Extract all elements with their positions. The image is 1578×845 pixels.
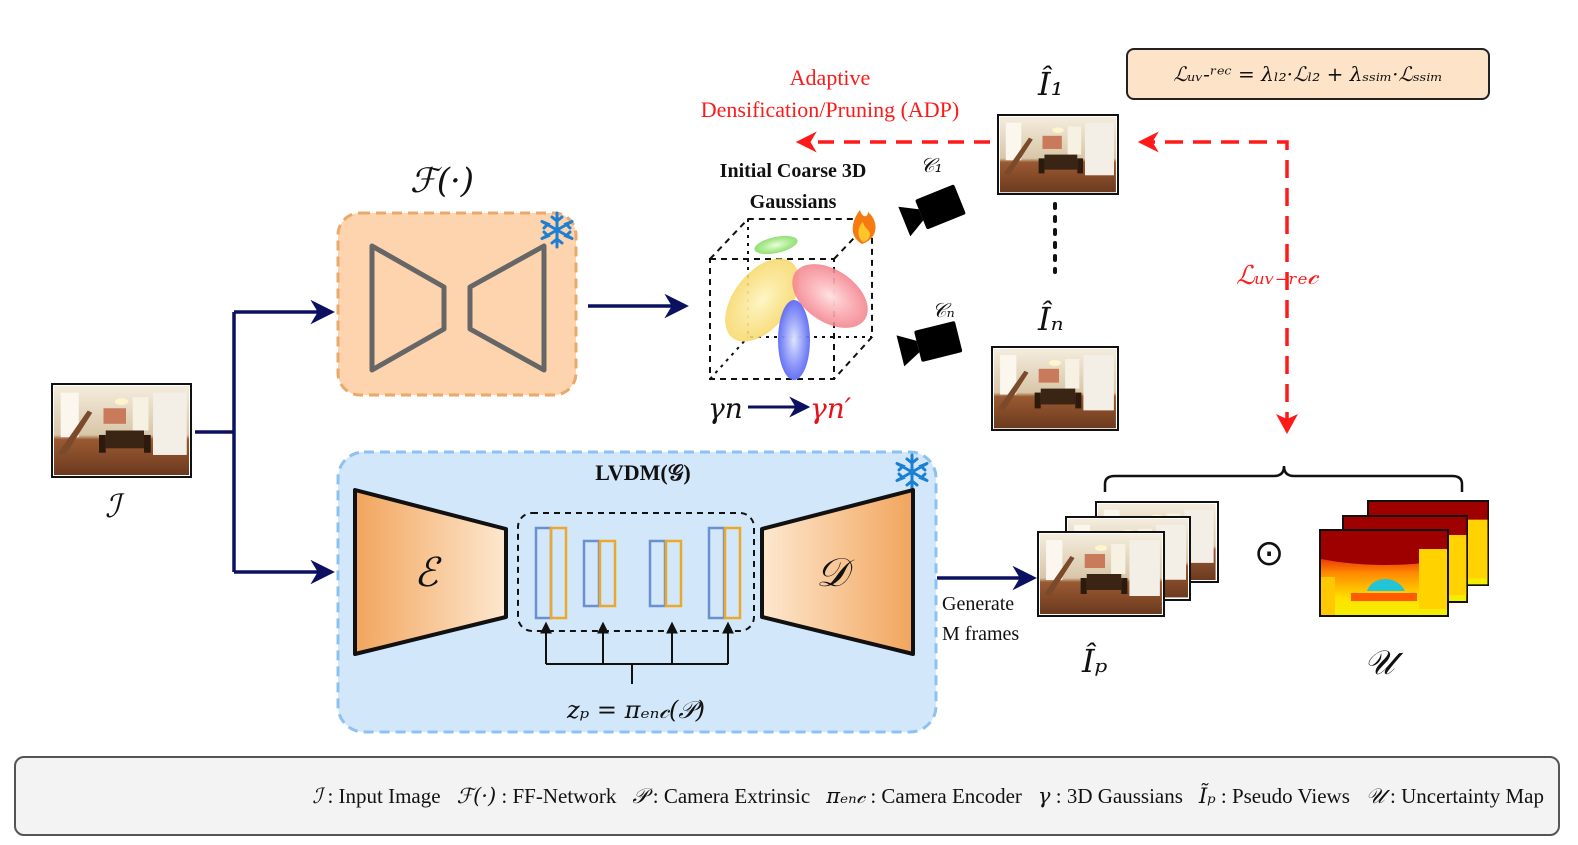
legend-item-uncertainty-map: 𝒰 : Uncertainty Map xyxy=(1365,783,1544,808)
pseudo-views-label: Îₚ xyxy=(1081,642,1108,680)
camera-conditioning-label: zₚ = πₑₙ𝒸(𝒫) xyxy=(566,696,705,724)
lvdm-block xyxy=(336,450,938,734)
uncertainty-maps-stack xyxy=(1319,500,1489,617)
coarse-gaussians-cube xyxy=(709,210,876,380)
gaussians-title-line1: Initial Coarse 3D xyxy=(720,160,867,182)
hadamard-product-symbol: ⊙ xyxy=(1254,533,1284,574)
legend-item-camera-encoder: πₑₙ𝒸 : Camera Encoder xyxy=(826,783,1022,808)
camera-cn-icon xyxy=(896,320,963,367)
flame-icon xyxy=(852,210,876,244)
rendered-view-1 xyxy=(997,114,1119,195)
loss-feedback-arrow xyxy=(1137,131,1289,430)
legend-item-camera-extrinsic: 𝒫 : Camera Extrinsic xyxy=(632,783,811,808)
camera-cn-label: 𝒞ₙ xyxy=(932,298,955,322)
decoder-shape xyxy=(760,488,915,656)
render-1-label: Î₁ xyxy=(1037,65,1063,103)
gaussians-title-line2: Gaussians xyxy=(750,191,837,213)
encoder-symbol: ℰ xyxy=(414,550,442,596)
legend-item-input: ℐ : Input Image xyxy=(312,783,441,808)
generate-label-line2: M frames xyxy=(942,623,1019,645)
loss-down-arrowhead xyxy=(1276,414,1298,434)
unet-blocks xyxy=(534,526,742,620)
adp-label-line2: Densification/Pruning (ADP) xyxy=(701,97,959,122)
input-branch-arrows xyxy=(195,293,1037,591)
loss-formula: ℒᵤᵥ-ʳᵉᶜ = λₗ₂·ℒₗ₂ + λₛₛᵢₘ·ℒₛₛᵢₘ xyxy=(1173,62,1443,86)
rendered-view-n xyxy=(991,346,1119,431)
ff-network-symbol: ℱ(·) xyxy=(410,161,474,201)
legend-item-ff-network: ℱ(·) : FF-Network xyxy=(456,783,617,808)
legend-item-pseudo-views: Ĩₚ : Pseudo Views xyxy=(1198,783,1350,808)
lvdm-title: LVDM(𝒢) xyxy=(595,460,691,485)
input-image xyxy=(51,383,192,478)
render-n-label: Îₙ xyxy=(1037,300,1064,338)
gamma-refined: γn′ xyxy=(810,392,852,425)
legend-item-3d-gaussians: γ : 3D Gaussians xyxy=(1037,783,1183,808)
legend: ℐ : Input Image ℱ(·) : FF-Network 𝒫 : Ca… xyxy=(14,756,1560,836)
output-brace xyxy=(1103,465,1464,492)
camera-c1-icon xyxy=(898,184,966,237)
adp-label-line1: Adaptive xyxy=(790,65,871,90)
uncertainty-map-label: 𝒰 xyxy=(1364,643,1404,683)
input-symbol: ℐ xyxy=(105,487,125,525)
encoder-shape xyxy=(353,488,508,656)
generate-label-line1: Generate xyxy=(942,593,1014,615)
loss-formula-box: ℒᵤᵥ-ʳᵉᶜ = λₗ₂·ℒₗ₂ + λₛₛᵢₘ·ℒₛₛᵢₘ xyxy=(1126,48,1490,100)
camera-c1-label: 𝒞₁ xyxy=(920,153,943,177)
gamma-initial: γn xyxy=(708,392,743,425)
loss-arrow-label: ℒᵤᵥ₋ᵣₑ𝒸 xyxy=(1236,261,1320,291)
conditioning-arrows xyxy=(540,621,734,684)
ff-network-block xyxy=(336,211,578,397)
pseudo-views-stack xyxy=(1037,501,1219,617)
